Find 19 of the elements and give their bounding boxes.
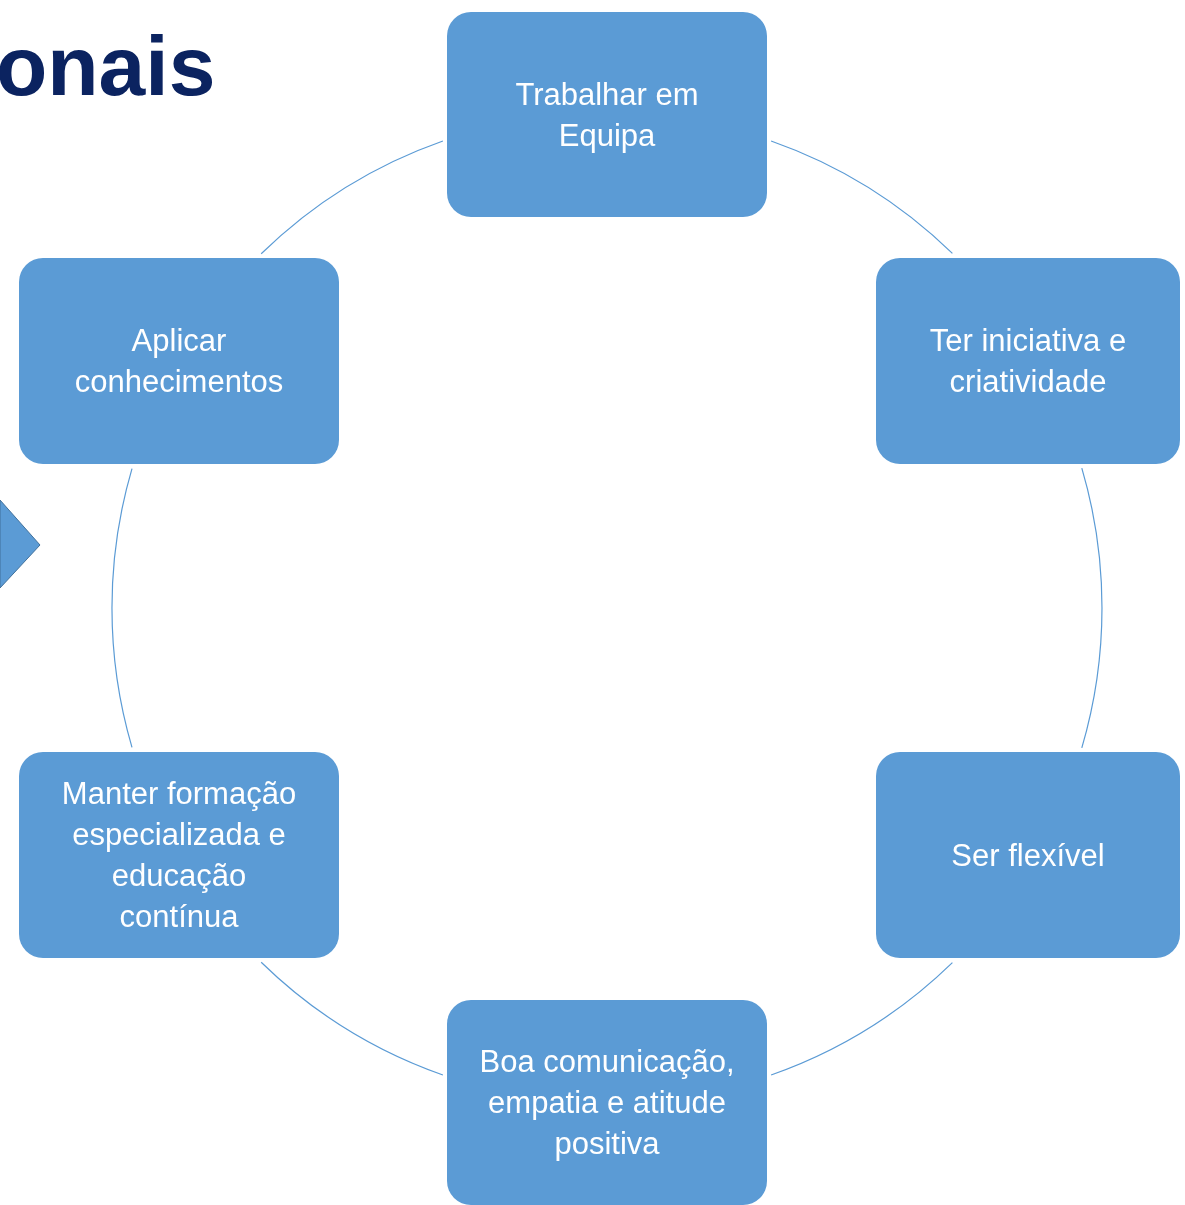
step-box: [19, 752, 339, 958]
step-box: [19, 258, 339, 464]
step-box: [876, 258, 1180, 464]
step-label: Ter iniciativa e criatividade: [928, 322, 1128, 401]
step-label: Aplicar conhecimentos: [73, 322, 285, 401]
cycle-connector: [770, 962, 953, 1076]
step-label: Ser flexível: [951, 836, 1105, 875]
step-label: Boa comunicação, empatia e atitude positiva: [479, 1043, 735, 1163]
step-box: [876, 752, 1180, 958]
cycle-connector: [260, 140, 444, 255]
cycle-connector: [112, 468, 133, 748]
chevron-shape: [0, 500, 41, 588]
step-label: Manter formação especializada e educação contínua: [60, 775, 298, 936]
step-box: [447, 12, 767, 217]
step-box: [447, 1000, 767, 1205]
step-label: Trabalhar em Equipa: [514, 75, 700, 155]
cycle-connector: [1081, 467, 1102, 749]
cycle-connector: [770, 140, 953, 254]
cycle-connector: [260, 961, 444, 1076]
